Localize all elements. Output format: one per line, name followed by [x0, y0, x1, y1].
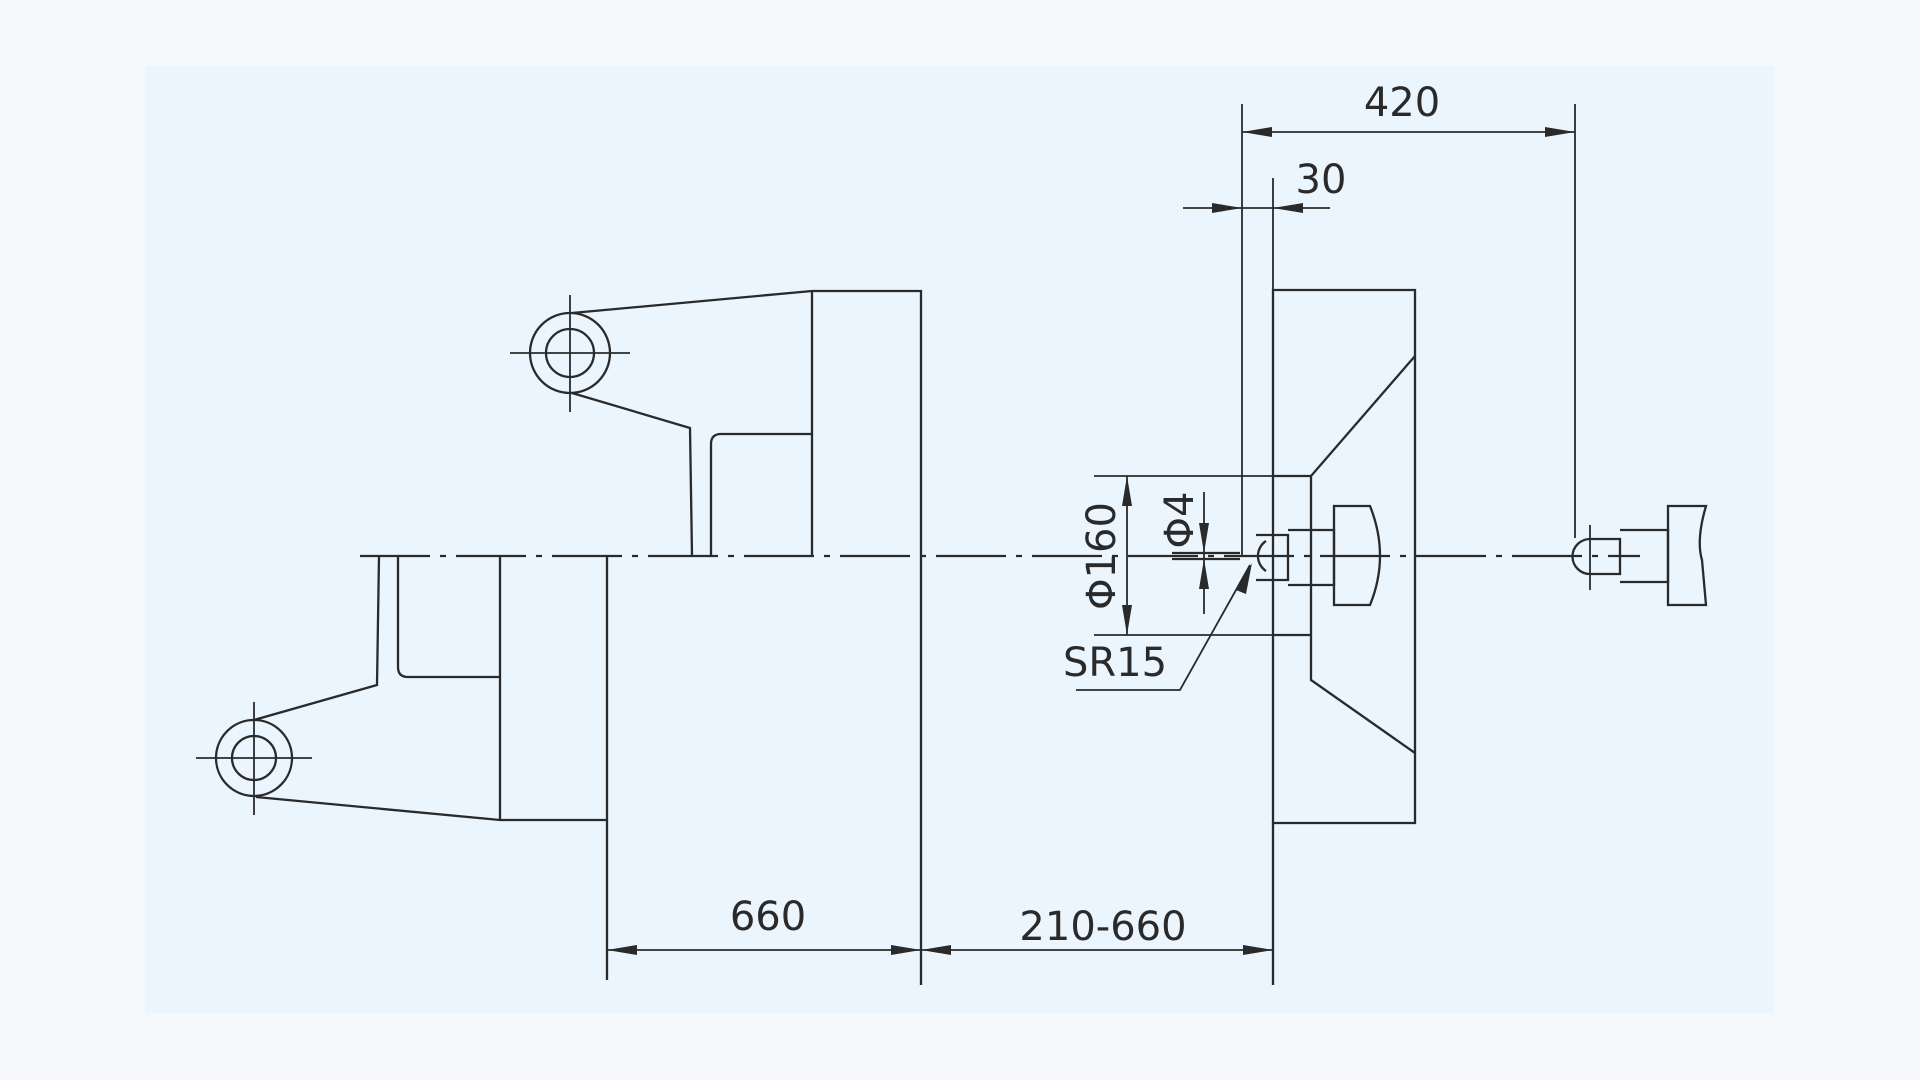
ejector-plate: [1666, 504, 1708, 607]
dim-210-660-label: 210-660: [1019, 904, 1186, 950]
ejector-tip: [1571, 537, 1591, 576]
dim-30-label: 30: [1296, 157, 1347, 203]
lower-arm-top: [253, 555, 381, 722]
dim-phi160-label: Φ160: [1079, 502, 1125, 610]
fixed-platen-cone: [1309, 355, 1416, 754]
dim-420-arrow-left: [1242, 127, 1272, 137]
dim-phi4-group: Φ4: [1157, 492, 1240, 614]
upper-arm-bottom: [571, 391, 694, 557]
dim-30-arrow-right: [1273, 203, 1303, 213]
dim-660-group: 660: [607, 894, 921, 955]
lower-toggle-bracket: [196, 555, 609, 980]
dim-420-arrow-right: [1545, 127, 1575, 137]
nozzle-head: [1332, 504, 1382, 607]
dim-phi4-arrow-top: [1199, 523, 1209, 553]
fixed-platen: [1271, 288, 1417, 985]
dim-sr15-arrow: [1236, 563, 1252, 594]
nozzle-body: [1256, 533, 1290, 582]
dim-sr15-leader: [1076, 564, 1251, 691]
dim-sr15-label: SR15: [1063, 640, 1167, 686]
dim-phi4-label: Φ4: [1157, 492, 1203, 549]
dim-phi4-arrow-bottom: [1199, 559, 1209, 589]
lower-arm-bottom: [255, 795, 606, 822]
dim-phi160-arrow-top: [1122, 476, 1132, 506]
drawing-panel: [145, 66, 1774, 1013]
dim-sr15-group: SR15: [1063, 563, 1252, 691]
injection-nozzle: [1256, 504, 1382, 607]
upper-rib: [709, 432, 812, 556]
ejector-body: [1590, 537, 1622, 576]
dim-660-arrow-left: [607, 945, 637, 955]
upper-arm-top: [571, 289, 923, 556]
upper-toggle-bracket: [510, 289, 923, 557]
dim-420-group: 420: [1241, 80, 1576, 556]
nozzle-tip: [1256, 540, 1267, 572]
dim-420-label: 420: [1364, 80, 1440, 126]
dim-660-arrow-right: [891, 945, 921, 955]
dim-phi160-group: Φ160: [1079, 475, 1273, 636]
dim-30-group: 30: [1183, 157, 1346, 290]
dim-30-arrow-left: [1212, 203, 1242, 213]
ejector-rod: [1571, 504, 1708, 607]
dim-210-660-arrow-left: [921, 945, 951, 955]
lower-rib: [396, 556, 500, 679]
dim-phi160-arrow-bottom: [1122, 605, 1132, 635]
dim-210-660-arrow-right: [1243, 945, 1273, 955]
dim-210-660-group: 210-660: [921, 904, 1273, 955]
dim-660-label: 660: [730, 894, 806, 940]
fixed-platen-body: [1271, 288, 1417, 825]
